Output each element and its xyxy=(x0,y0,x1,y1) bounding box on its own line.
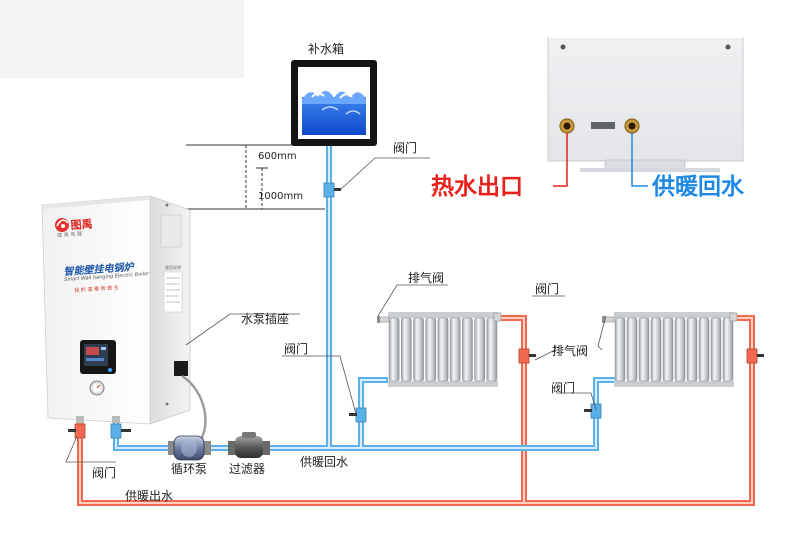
valve-radiator-2-supply xyxy=(746,348,764,364)
radiator-fin xyxy=(722,317,734,382)
radiator-2 xyxy=(614,312,734,387)
radiator-fin xyxy=(686,317,698,382)
radiator-fin xyxy=(698,317,710,382)
vent-1-label: 排气阀 xyxy=(408,271,445,285)
radiator-fin xyxy=(710,317,722,382)
pump-label: 循环泵 xyxy=(171,462,208,476)
radiator-fin xyxy=(474,317,486,382)
air-vent-1 xyxy=(377,316,390,323)
manual-sticker xyxy=(160,214,182,248)
leader-lines xyxy=(65,157,607,463)
valve-radiator-2-return xyxy=(584,403,602,419)
valve-radiator-1-label: 阀门 xyxy=(535,282,560,296)
return-callout-line xyxy=(631,133,648,187)
supply-pipes xyxy=(77,315,755,506)
radiator-fin xyxy=(614,317,626,382)
circulation-pump xyxy=(168,435,211,461)
radiator-fin xyxy=(462,317,473,382)
radiator-fin xyxy=(638,317,650,382)
filter-label: 过滤器 xyxy=(229,462,266,476)
dimension-lines xyxy=(186,144,325,210)
radiator-fin xyxy=(626,317,638,382)
valve-top xyxy=(323,182,341,198)
hot-out-callout-line xyxy=(553,133,568,187)
dimension-600: 600mm xyxy=(258,151,297,162)
filter xyxy=(228,432,270,458)
air-vent-2 xyxy=(602,316,615,323)
supply-pipe-label: 供暖出水 xyxy=(125,489,174,503)
valve-left-label: 阀门 xyxy=(92,466,117,480)
valve-left-supply xyxy=(68,423,86,439)
heating-return-callout: 供暖回水 xyxy=(652,174,744,200)
valve-top-label: 阀门 xyxy=(393,141,418,155)
valve-mid-label: 阀门 xyxy=(284,342,309,356)
valve-radiator-2-label: 阀门 xyxy=(551,381,576,395)
tank-label: 补水箱 xyxy=(308,42,345,56)
radiator-1 xyxy=(388,312,498,387)
radiator-fin xyxy=(662,317,674,382)
water-tank xyxy=(291,60,377,146)
pump-socket xyxy=(174,361,188,376)
radiator-end-caps xyxy=(493,312,738,322)
boiler-unit xyxy=(41,195,191,425)
valve-mid xyxy=(349,407,367,423)
hot-water-outlet-callout: 热水出口 xyxy=(431,174,523,200)
valve-radiator-1-supply xyxy=(518,348,536,364)
pump-socket-label: 水泵插座 xyxy=(241,312,290,326)
radiator-fin xyxy=(425,317,437,382)
heater-unit-top-right xyxy=(547,36,744,172)
radiator-fin xyxy=(449,317,461,382)
background-panel xyxy=(0,0,244,78)
radiator-fin xyxy=(674,317,686,382)
radiator-fin xyxy=(486,317,498,382)
radiator-fin xyxy=(388,317,400,382)
radiator-fin xyxy=(437,317,449,382)
radiator-fin xyxy=(400,317,412,382)
boiler-side-label: 使用说明 xyxy=(165,265,181,270)
valve-left-return xyxy=(110,423,131,439)
radiator-fin xyxy=(413,317,424,382)
return-pipe-label: 供暖回水 xyxy=(300,455,349,469)
boiler-logo xyxy=(55,218,69,232)
vent-2-label: 排气阀 xyxy=(552,344,589,358)
dimension-1000: 1000mm xyxy=(258,191,303,202)
radiator-fin xyxy=(650,317,662,382)
